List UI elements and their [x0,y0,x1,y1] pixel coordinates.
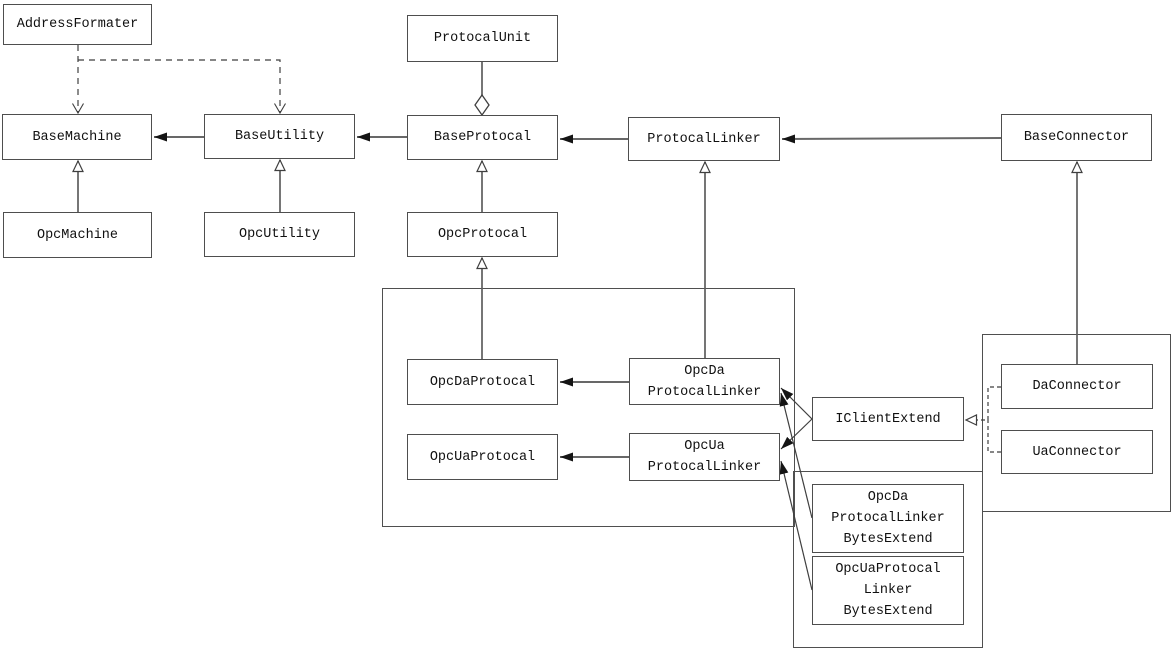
edge-da-connector-to-iclient-extend [964,386,1001,426]
class-name-text: UaConnector [1032,444,1122,460]
class-box-base-utility: BaseUtility [204,114,355,159]
class-name-text: ProtocalLinker [831,511,945,526]
class-name-text: OpcDaProtocal [429,374,536,390]
class-name-text: IClientExtend [835,411,941,427]
edges-group [72,45,1083,591]
edge-ua-bytes-extend-to-opc-ua-linker [779,460,813,591]
class-name-text: OpcUaProtocal [429,449,536,465]
class-name-text: AddressFormater [16,17,139,32]
class-name-text: ProtocalLinker [647,384,762,400]
class-name-text: BaseMachine [32,129,122,145]
class-name-text: BytesExtend [843,604,933,619]
class-name-text: DaConnector [1032,379,1122,394]
class-name-text: Linker [863,583,913,598]
class-name-text: OpcUaProtocal [835,562,941,577]
edge-da-bytes-extend-to-opc-da-linker [779,392,813,519]
class-box-base-machine: BaseMachine [2,114,152,160]
class-box-opc-protocal: OpcProtocal [407,212,558,257]
class-name-text: OpcDa [867,490,909,505]
class-name-text: ProtocalUnit [433,31,532,46]
class-box-protocal-unit: ProtocalUnit [407,15,558,62]
class-name-text: BaseConnector [1023,130,1130,145]
class-name-text: BaseProtocal [433,130,532,145]
class-name-text: ProtocalLinker [647,460,762,475]
class-name-text: OpcDa [684,363,725,379]
class-name-text: BaseUtility [234,129,325,144]
group-frame-opc-protocal-group [382,288,795,527]
class-name-text: OpcProtocal [437,227,528,242]
class-box-base-connector: BaseConnector [1001,114,1152,161]
class-name-text: ProtocalLinker [647,131,761,147]
class-name-text: OpcUtility [238,227,320,242]
edge-base-connector-to-protocal-linker [781,134,1002,144]
class-name-text: BytesExtend [843,532,933,547]
class-box-base-protocal: BaseProtocal [407,115,558,160]
class-box-iclient-extend: IClientExtend [812,397,964,441]
class-box-address-formater: AddressFormater [3,4,152,45]
aggregation-diamond-icon [474,93,490,117]
class-box-opc-ua-protocal: OpcUaProtocal [407,434,558,480]
class-box-opc-utility: OpcUtility [204,212,355,257]
edge-iclient-extend-to-opc-ua-linker [780,418,813,450]
group-frame-bytes-extend-group [793,471,983,648]
class-box-opc-machine: OpcMachine [3,212,152,258]
class-name-text: OpcUa [684,439,725,454]
edge-address-formater-to-base-utility [78,59,286,115]
class-name-text: OpcMachine [36,227,118,243]
class-box-protocal-linker: ProtocalLinker [628,117,780,161]
class-box-da-connector: DaConnector [1001,364,1153,409]
edge-iclient-extend-to-opc-da-linker [780,387,813,420]
edge-ua-connector-to-iclient-extend [987,420,1001,453]
class-box-ua-connector: UaConnector [1001,430,1153,474]
class-box-opc-da-protocal: OpcDaProtocal [407,359,558,405]
